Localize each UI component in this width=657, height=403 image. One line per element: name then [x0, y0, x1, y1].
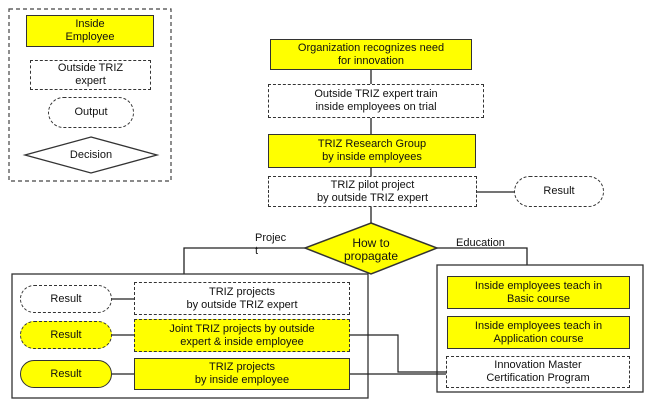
node-inside-employee-projects: TRIZ projects by inside employee [134, 358, 350, 390]
result-inside-projects: Result [20, 360, 112, 388]
node-pilot-result: Result [514, 176, 604, 207]
result-joint-projects: Result [20, 321, 112, 349]
branch-label-project: Projec t [255, 232, 287, 257]
legend-decision-diamond [22, 136, 160, 174]
node-recognize-need: Organization recognizes need for innovat… [270, 39, 472, 70]
decision-diamond [302, 222, 440, 275]
legend-decision-label: Decision [69, 148, 113, 161]
branch-label-education: Education [456, 236, 505, 249]
node-pilot-project: TRIZ pilot project by outside TRIZ exper… [268, 176, 477, 207]
legend-frame [8, 8, 172, 182]
education-group-frame [436, 264, 644, 393]
legend-output: Output [48, 97, 134, 128]
node-master-certification: Innovation Master Certification Program [446, 356, 630, 388]
decision-label: How to propagate [343, 235, 399, 263]
legend-inside-employee: Inside Employee [26, 15, 154, 47]
node-research-group: TRIZ Research Group by inside employees [268, 134, 476, 168]
node-basic-course: Inside employees teach in Basic course [447, 276, 630, 309]
node-outside-expert-projects: TRIZ projects by outside TRIZ expert [134, 282, 350, 315]
legend-outside-expert: Outside TRIZ expert [30, 60, 151, 90]
projects-group-frame [11, 273, 369, 399]
node-application-course: Inside employees teach in Application co… [447, 316, 630, 349]
node-joint-projects: Joint TRIZ projects by outside expert & … [134, 319, 350, 352]
node-expert-trains-employees: Outside TRIZ expert train inside employe… [268, 84, 484, 118]
result-outside-projects: Result [20, 285, 112, 313]
